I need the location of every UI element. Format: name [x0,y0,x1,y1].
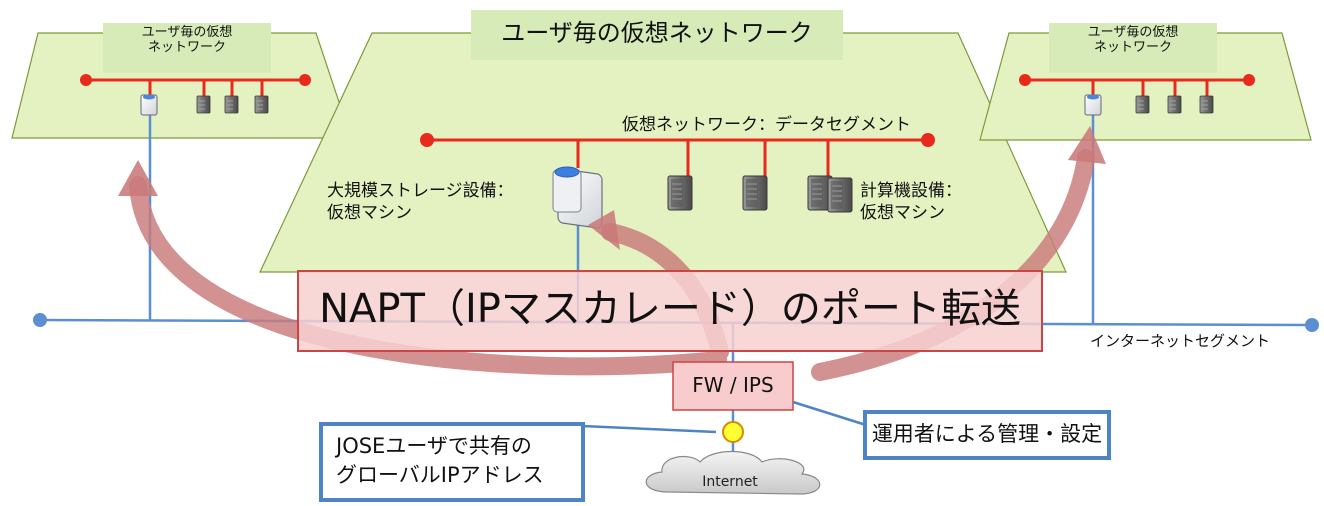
fw-ips-box [672,361,794,411]
center-title-box [471,10,843,60]
napt-banner-label: NAPT（IPマスカレード）のポート転送 [319,286,1021,332]
cloud-label: Internet [702,474,758,490]
right-server-icon-2 [1167,95,1182,114]
left-storage-icon [140,94,158,116]
right-network-title: ユーザ毎の仮想 ネットワーク [1087,25,1179,55]
compute-label: 計算機設備： 仮想マシン [860,181,962,224]
left-server-icon-2 [224,95,239,114]
operator-callout-text: 運用者による管理・設定 [871,422,1103,446]
left-title-box [103,23,271,73]
left-server-icon-3 [254,95,269,114]
segment-end-left [33,313,47,327]
shared-ip-callout-text: JOSEユーザで共有の グローバルIPアドレス [336,434,544,488]
right-server-icon-3 [1199,95,1214,114]
global-ip-marker [722,421,744,443]
center-network-platform [259,32,1067,273]
left-server-icon-1 [196,95,211,114]
right-storage-icon [1084,94,1102,116]
operator-callout-box [863,410,1111,460]
napt-banner-box [297,270,1043,352]
rack-server-icon-1 [667,175,693,211]
right-server-icon-1 [1135,95,1150,114]
rack-server-icon-3b [827,177,853,213]
storage-label: 大規模ストレージ設備： 仮想マシン [327,181,514,224]
data-segment-label: 仮想ネットワーク：データセグメント [622,115,911,135]
rack-server-icon-2 [742,175,768,211]
shared-ip-callout-box [319,422,585,502]
segment-end-right [1305,318,1319,332]
storage-server-icon [552,166,603,229]
fw-ips-label: FW / IPS [692,373,774,397]
cloud-icon [645,451,821,495]
right-title-box [1049,23,1217,73]
center-network-title: ユーザ毎の仮想ネットワーク [501,19,813,47]
left-network-title: ユーザ毎の仮想 ネットワーク [141,25,233,55]
internet-segment-label: インターネットセグメント [1090,332,1271,350]
